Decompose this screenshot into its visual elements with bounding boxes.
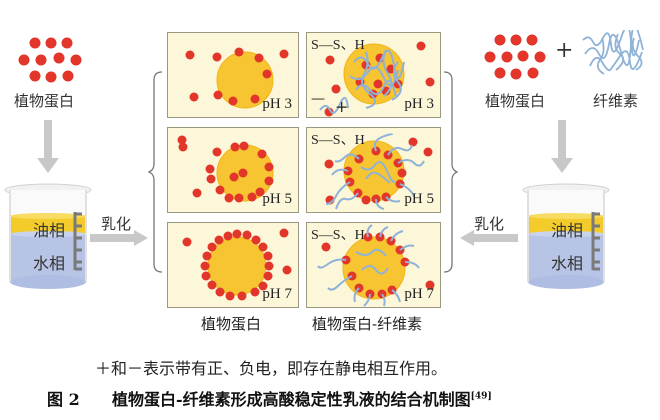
left-emulsify-label: 乳化 bbox=[101, 215, 132, 233]
cellulose-fiber-icon bbox=[582, 30, 644, 75]
beaker-icon bbox=[4, 183, 92, 289]
left-brace bbox=[148, 71, 163, 273]
droplet-illustration bbox=[182, 228, 292, 301]
column-label-protein: 植物蛋白 bbox=[201, 315, 262, 333]
figure-reference: [49] bbox=[470, 391, 492, 402]
plus-sign: + bbox=[555, 38, 574, 63]
complex-illustration bbox=[324, 133, 433, 210]
panel-complex-ph3: S—S、H — + pH 3 bbox=[306, 32, 441, 118]
down-arrow-icon bbox=[551, 120, 573, 173]
right-brace bbox=[443, 71, 458, 273]
right-arrow-icon bbox=[90, 230, 148, 246]
protein-dots-icon bbox=[484, 34, 546, 80]
droplet-illustration bbox=[177, 135, 274, 203]
complex-illustration bbox=[317, 224, 435, 307]
positive-charge-sign: + bbox=[335, 97, 349, 116]
column-label-complex: 植物蛋白-纤维素 bbox=[312, 315, 423, 333]
droplet-illustration bbox=[185, 47, 289, 109]
left-beaker: 油相 水相 bbox=[2, 182, 92, 294]
ph-label: pH 5 bbox=[404, 191, 434, 207]
bond-label: S—S、H bbox=[311, 38, 365, 53]
negative-charge-sign: — bbox=[311, 91, 325, 107]
ph-label: pH 3 bbox=[262, 96, 292, 112]
bond-label: S—S、H bbox=[311, 228, 365, 243]
oil-phase-label: 油相 bbox=[551, 221, 584, 240]
left-arrow-icon bbox=[460, 230, 518, 246]
complex-illustration bbox=[319, 41, 435, 117]
protein-dots-icon bbox=[18, 37, 82, 83]
water-phase-label: 水相 bbox=[33, 254, 66, 273]
ph-label: pH 7 bbox=[404, 286, 434, 302]
ph-label: pH 3 bbox=[404, 96, 434, 112]
right-emulsify-label: 乳化 bbox=[474, 215, 505, 233]
panel-protein-ph3: pH 3 bbox=[167, 32, 299, 118]
oil-phase-label: 油相 bbox=[33, 221, 66, 240]
panel-protein-ph7: pH 7 bbox=[167, 222, 299, 308]
down-arrow-icon bbox=[37, 120, 59, 173]
beaker-icon bbox=[522, 183, 610, 289]
panel-complex-ph7: S—S、H pH 7 bbox=[306, 222, 441, 308]
figure-number: 图 2 bbox=[47, 390, 80, 409]
panel-complex-ph5: S—S、H pH 5 bbox=[306, 127, 441, 213]
ph-label: pH 5 bbox=[262, 191, 292, 207]
right-beaker: 油相 水相 bbox=[520, 182, 610, 294]
left-protein-label: 植物蛋白 bbox=[14, 92, 75, 110]
water-phase-label: 水相 bbox=[551, 254, 584, 273]
bond-label: S—S、H bbox=[311, 133, 365, 148]
ph-label: pH 7 bbox=[262, 286, 292, 302]
caption-note: ＋和－表示带有正、负电，即存在静电相互作用。 bbox=[95, 359, 448, 378]
cellulose-label: 纤维素 bbox=[593, 92, 639, 110]
figure-title-text: 植物蛋白-纤维素形成高酸稳定性乳液的结合机制图 bbox=[112, 390, 471, 409]
figure-title: 植物蛋白-纤维素形成高酸稳定性乳液的结合机制图[49] bbox=[112, 386, 492, 410]
panel-protein-ph5: pH 5 bbox=[167, 127, 299, 213]
right-protein-label: 植物蛋白 bbox=[485, 92, 546, 110]
